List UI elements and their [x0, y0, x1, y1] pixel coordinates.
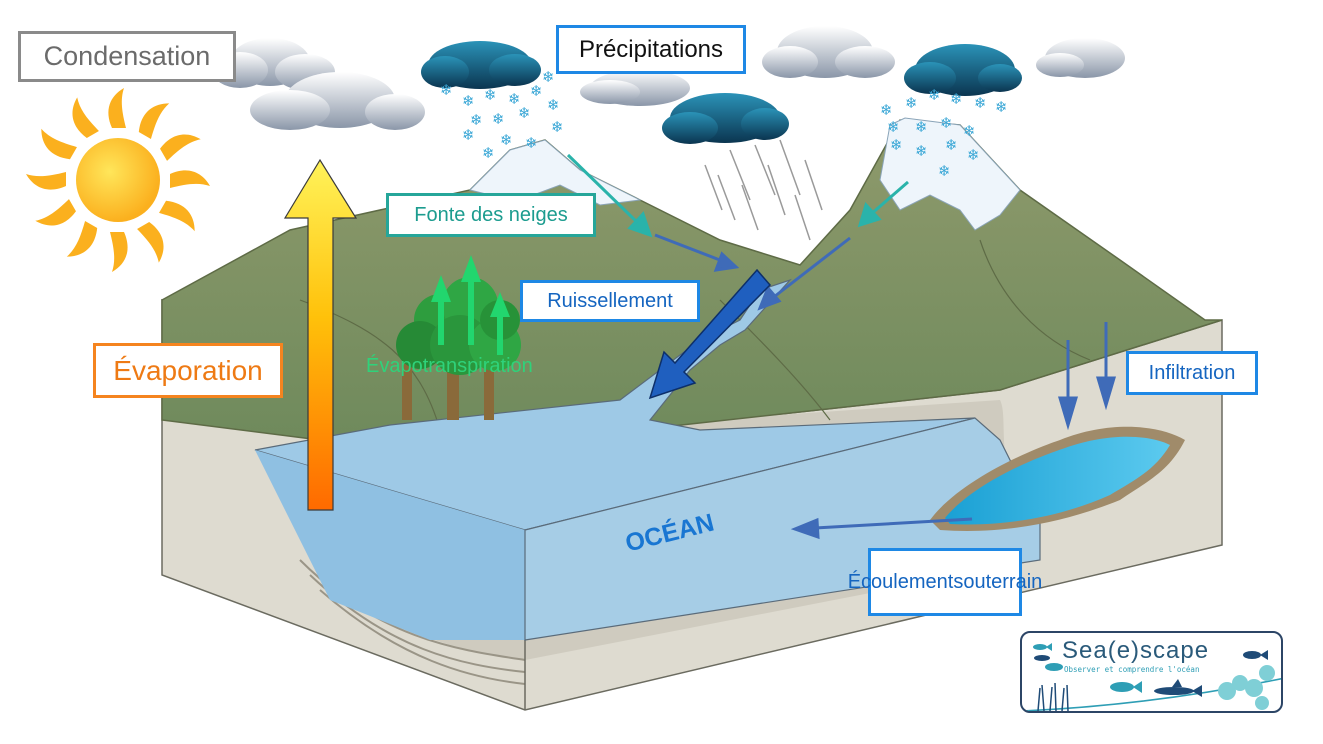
evapotranspiration-arrows — [431, 255, 510, 355]
logo-title: Sea(e)scape — [1062, 637, 1210, 664]
snowflake-icon: ❄ — [915, 142, 928, 160]
runoff-arrows — [654, 233, 851, 311]
infiltration-arrows — [1057, 322, 1117, 431]
logo-subtitle: Observer et comprendre l'océan — [1064, 665, 1200, 674]
snowflake-icon: ❄ — [890, 136, 903, 154]
groundwater-flow-label-line2: souterrain — [953, 570, 1043, 593]
snowflake-icon: ❄ — [915, 118, 928, 136]
snowflake-icon: ❄ — [963, 122, 976, 140]
evapotranspiration-label: Évapotranspiration — [366, 355, 533, 377]
cloud-icon-center — [580, 70, 690, 106]
snowflake-icon: ❄ — [974, 94, 987, 112]
sun-ray — [72, 97, 99, 138]
groundwater-lake — [930, 426, 1185, 531]
sun-ray — [108, 88, 126, 128]
infiltration-label: Infiltration — [1126, 351, 1258, 395]
evaporation-arrow — [283, 158, 358, 511]
snowflake-icon: ❄ — [518, 104, 531, 122]
sun-ray — [170, 170, 210, 188]
snowflake-icon: ❄ — [462, 92, 475, 110]
condensation-label: Condensation — [18, 31, 236, 82]
evaporation-label: Évaporation — [93, 343, 283, 398]
snowflake-icon: ❄ — [508, 90, 521, 108]
sun-ray — [110, 232, 128, 272]
logo-artwork — [1022, 643, 1281, 711]
snowflake-icon: ❄ — [470, 111, 483, 129]
snowflake-icon: ❄ — [492, 110, 505, 128]
sun-ray — [160, 134, 201, 161]
sun-ray — [137, 222, 164, 263]
snowflake-icon: ❄ — [462, 126, 475, 144]
snowflake-icon: ❄ — [928, 86, 941, 104]
sun-ray — [159, 200, 195, 232]
snowflake-icon: ❄ — [542, 68, 555, 86]
snowflake-icon: ❄ — [950, 90, 963, 108]
sun-ray — [35, 199, 76, 226]
fish-icons — [1033, 643, 1142, 693]
snowmelt-label: Fonte des neiges — [386, 193, 596, 237]
runoff-main-arrow — [648, 268, 772, 400]
sun-ray — [138, 103, 170, 139]
snowflake-icon: ❄ — [945, 136, 958, 154]
coral-icon — [1218, 665, 1275, 710]
cloud-icon-right — [762, 26, 895, 78]
snowflake-icon: ❄ — [995, 98, 1008, 116]
snowflake-icon: ❄ — [940, 114, 953, 132]
snowflake-icon: ❄ — [938, 162, 951, 180]
sun-icon — [26, 88, 210, 272]
snowflake-icon: ❄ — [905, 94, 918, 112]
snowflake-icons-right: ❄❄❄❄❄❄❄❄❄❄❄❄❄❄❄ — [880, 86, 1008, 180]
seagrass-icon — [1037, 682, 1069, 711]
snowflake-icon: ❄ — [530, 82, 543, 100]
snowmelt-arrows — [566, 153, 909, 238]
sun-ray — [26, 172, 66, 190]
sun-ray — [66, 221, 98, 257]
snowflake-icon: ❄ — [551, 118, 564, 136]
snowflake-icon: ❄ — [525, 134, 538, 152]
rain-cloud-icon-center — [662, 93, 789, 144]
groundwater-flow-arrow — [790, 517, 973, 540]
snowflake-icon: ❄ — [880, 101, 893, 119]
shark-icons — [1034, 650, 1268, 697]
snowflake-icon: ❄ — [484, 86, 497, 104]
precipitations-label: Précipitations — [556, 25, 746, 74]
groundwater-flow-label-line1: Écoulement — [847, 570, 954, 593]
rain-cloud-icon-left — [421, 41, 541, 89]
rain-streaks — [704, 139, 823, 241]
snowflake-icon: ❄ — [440, 81, 453, 99]
snowflake-icon: ❄ — [500, 131, 513, 149]
snowflake-icon: ❄ — [887, 118, 900, 136]
snowflake-icons-left: ❄❄❄❄❄❄❄❄❄❄❄❄❄❄❄ — [440, 68, 564, 162]
seaescape-logo: Sea(e)scape Observer et comprendre l'océ… — [1020, 631, 1283, 713]
rain-cloud-icon-right — [904, 44, 1022, 96]
snowflake-icon: ❄ — [967, 146, 980, 164]
cloud-icon-far-right — [1036, 38, 1125, 78]
snowflake-icon: ❄ — [482, 144, 495, 162]
sun-ray — [41, 128, 77, 160]
cloud-icon-left-low — [250, 72, 425, 130]
runoff-label: Ruissellement — [520, 280, 700, 322]
snowflake-icon: ❄ — [547, 96, 560, 114]
groundwater-flow-label: Écoulement souterrain — [848, 548, 1042, 616]
